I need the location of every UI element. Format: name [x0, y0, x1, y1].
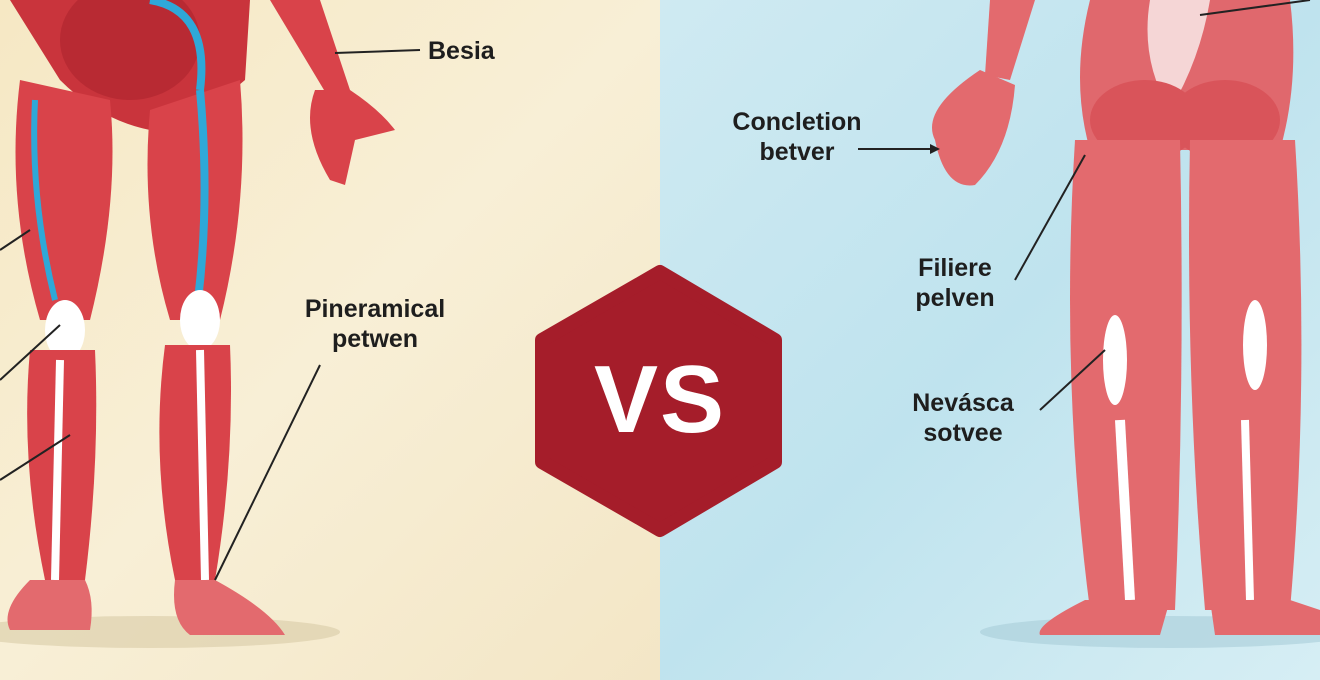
label-nevasca: Nevásca sotvee	[912, 389, 1014, 447]
left-figure	[0, 0, 421, 648]
right-figure	[858, 0, 1320, 648]
vs-badge-shape	[535, 265, 782, 537]
label-pineramical: Pineramical petwen	[304, 295, 446, 353]
label-besia: Besia	[428, 37, 495, 65]
vs-badge: VS	[593, 346, 727, 453]
label-concletion: Concletion betver	[732, 108, 862, 166]
label-filiere: Filiere pelven	[915, 254, 995, 312]
